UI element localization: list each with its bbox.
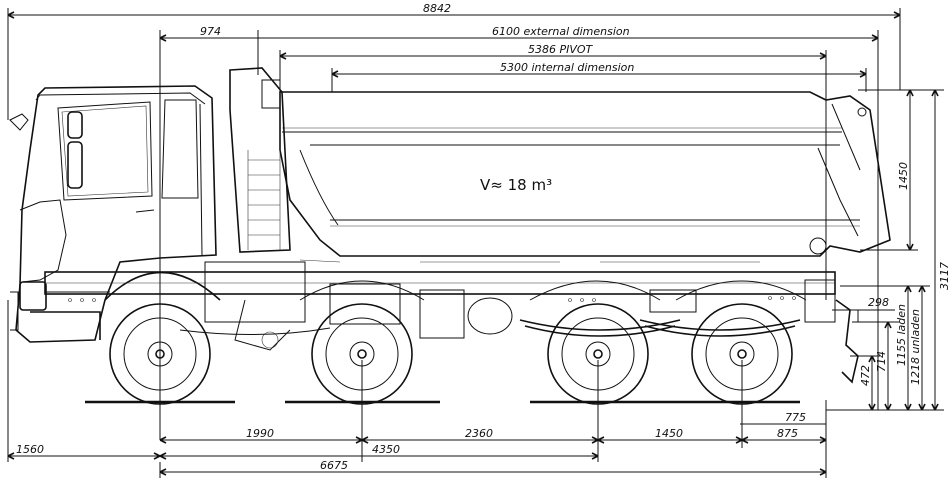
dim-total-height: 3117 [938, 262, 951, 290]
dim-height-unladen: 1218 unladen [909, 309, 922, 385]
dim-cab-to-body: 974 [200, 25, 221, 38]
top-dimensions: 8842 974 6100 external dimension 5386 PI… [7, 2, 901, 440]
dim-hitch-height: 714 [875, 351, 888, 372]
volume-label: V≈ 18 m³ [480, 176, 552, 194]
dim-rear-overhang-upper: 775 [785, 411, 806, 424]
cab [9, 85, 221, 343]
dim-hitch-low: 472 [859, 365, 872, 386]
wheel-second [311, 303, 413, 405]
chassis-frame [44, 259, 859, 384]
dim-wheelbase-3: 1450 [655, 427, 683, 440]
dim-axle-span: 4350 [372, 443, 400, 456]
dim-side-height: 1450 [897, 162, 910, 190]
dim-front-overhang: 1560 [16, 443, 44, 456]
dim-pivot: 5386 PIVOT [528, 43, 594, 56]
wheel-third [547, 303, 649, 405]
right-dimensions: 1450 3117 1155 laden 1218 unladen 298 71… [826, 89, 951, 411]
dim-wheelbase-1: 1990 [246, 427, 274, 440]
dump-body [229, 67, 891, 257]
dim-body-external: 6100 external dimension [492, 25, 630, 38]
wheel-rear [691, 303, 793, 405]
dim-height-laden: 1155 laden [895, 304, 908, 366]
wheels [109, 280, 807, 405]
dim-hitch-offset: 298 [868, 296, 889, 309]
dim-total-span: 6675 [320, 459, 348, 472]
dim-overall-length: 8842 [423, 2, 451, 15]
dim-rear-overhang: 875 [777, 427, 798, 440]
wheel-front [109, 303, 211, 405]
bottom-dimensions: 775 1990 2360 1450 875 1560 4350 6675 [7, 300, 827, 478]
dim-wheelbase-2: 2360 [465, 427, 493, 440]
dim-body-internal: 5300 internal dimension [500, 61, 634, 74]
